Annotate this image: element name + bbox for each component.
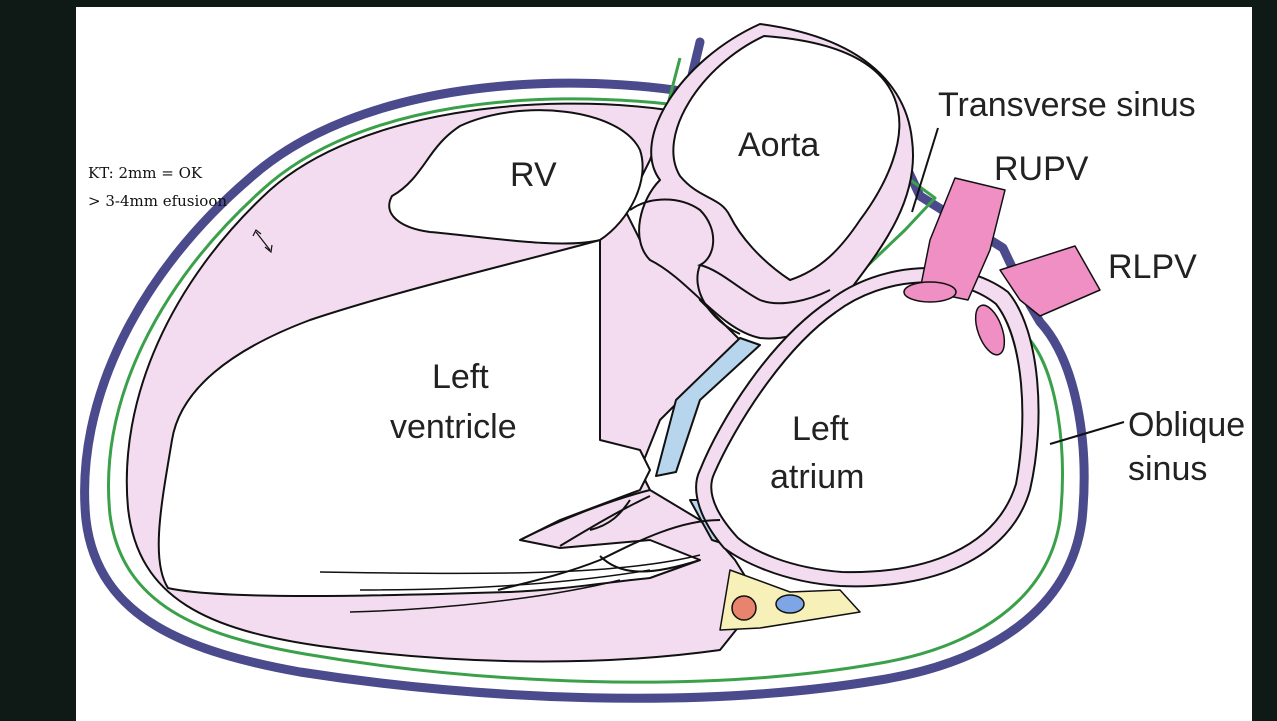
- pulmonary-vein-ostium-1: [904, 282, 956, 302]
- label-oblique-sinus-2: sinus: [1128, 450, 1207, 488]
- label-left-ventricle-2: ventricle: [390, 408, 517, 446]
- coronary-artery: [732, 596, 756, 620]
- label-transverse-sinus: Transverse sinus: [938, 86, 1196, 124]
- label-left-atrium-2: atrium: [770, 458, 864, 496]
- label-aorta: Aorta: [738, 126, 819, 164]
- label-rv: RV: [510, 156, 557, 194]
- label-oblique-sinus-1: Oblique: [1128, 406, 1245, 444]
- annotation-line-2: > 3-4mm efusioon: [88, 192, 227, 210]
- annotation-line-1: KT: 2mm = OK: [88, 164, 203, 182]
- label-left-ventricle-1: Left: [432, 358, 489, 396]
- coronary-sinus-vein: [776, 595, 804, 613]
- label-left-atrium-1: Left: [792, 410, 849, 448]
- label-rupv: RUPV: [994, 150, 1089, 188]
- label-rlpv: RLPV: [1108, 248, 1197, 286]
